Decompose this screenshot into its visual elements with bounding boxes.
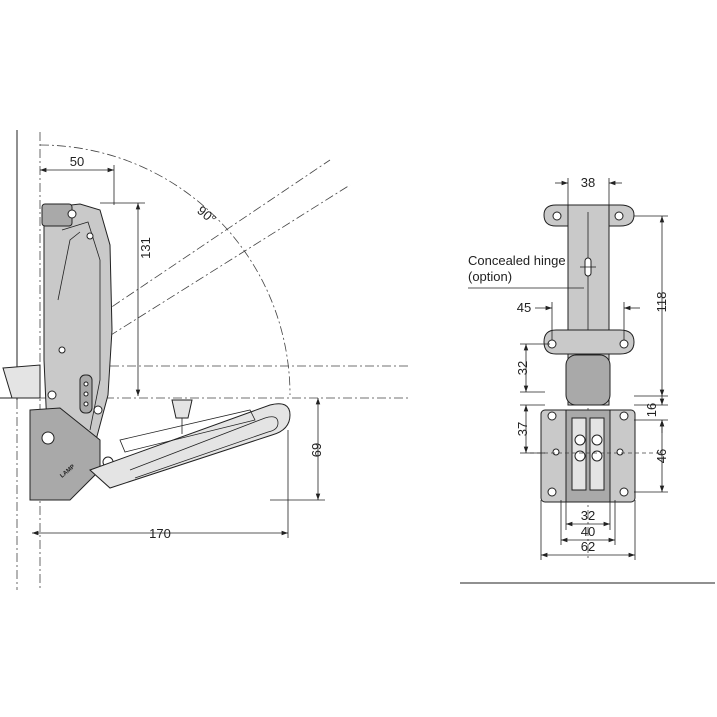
hinge-pivot-lower	[58, 346, 66, 354]
hinge-pivot-base	[47, 390, 57, 400]
hinge-arm-inner-contour-2	[57, 231, 81, 301]
dim-69-label: 69	[309, 443, 324, 457]
top-flange-hole-left	[552, 211, 562, 221]
dim-62-label: 62	[581, 539, 595, 554]
dim-45-label: 45	[517, 300, 531, 315]
lift-arm	[89, 403, 291, 489]
base-corner-hole-tl	[547, 411, 557, 421]
lid-edge	[2, 364, 41, 399]
base-corner-hole-ml	[552, 448, 560, 456]
base-pivot	[41, 431, 55, 445]
adjuster-dot-2	[83, 391, 89, 397]
hinge-arm-inner-contour	[61, 221, 101, 431]
hinge-plate-hole-right	[619, 339, 629, 349]
hinge-pivot-top	[67, 209, 77, 219]
base-screw-4	[591, 450, 603, 462]
adjuster-dot-3	[83, 401, 89, 407]
connector-bracket	[171, 399, 193, 419]
base-screw-2	[591, 434, 603, 446]
dim-16-label: 16	[644, 403, 659, 417]
base-corner-hole-bl	[547, 487, 557, 497]
concealed-hinge-plate	[543, 329, 635, 355]
dim-40-label: 40	[581, 524, 595, 539]
open-lid-line-2	[94, 184, 351, 346]
base-corner-hole-tr	[619, 411, 629, 421]
concealed-hinge-note-option: (option)	[468, 269, 512, 284]
dim-46-label: 46	[654, 449, 669, 463]
angle-label: 90°	[194, 203, 219, 227]
dim-32v-label: 32	[515, 361, 530, 375]
open-lid-line-1	[69, 159, 331, 336]
dim-50-label: 50	[70, 154, 84, 169]
adjuster-dot-1	[83, 381, 89, 387]
hinge-cup	[565, 354, 611, 406]
concealed-hinge-note: Concealed hinge	[468, 253, 566, 268]
adjuster-knob	[93, 405, 103, 415]
dim-32h-label: 32	[581, 508, 595, 523]
dim-37-label: 37	[515, 422, 530, 436]
side-view: 90° LAMP 50 131	[0, 130, 410, 590]
top-flange-hole-right	[614, 211, 624, 221]
base-corner-hole-mr	[616, 448, 624, 456]
hinge-pivot-mid	[86, 232, 94, 240]
lift-arm-rail	[119, 409, 256, 453]
dim-38-label: 38	[581, 175, 595, 190]
dim-118-label: 118	[654, 292, 669, 313]
dim-131-label: 131	[138, 237, 153, 259]
hinge-mount-top	[41, 203, 73, 227]
base-screw-3	[574, 450, 586, 462]
base-screw-1	[574, 434, 586, 446]
swing-arc	[39, 144, 291, 396]
lift-arm-slot	[129, 416, 279, 479]
front-view: 38 Concealed hinge (option) 45 118 32 37…	[460, 175, 715, 584]
dim-170-label: 170	[149, 526, 171, 541]
base-corner-hole-br	[619, 487, 629, 497]
